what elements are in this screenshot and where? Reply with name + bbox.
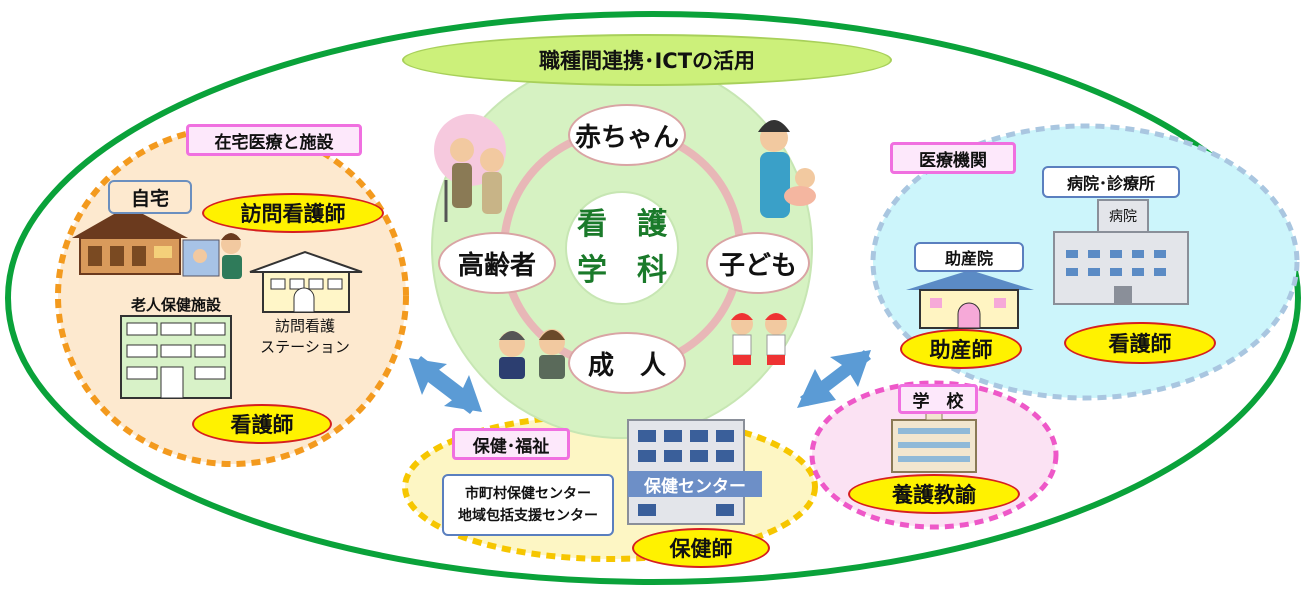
center-core — [565, 191, 679, 305]
hospital-illustration — [1053, 199, 1189, 305]
school-illustration — [891, 407, 977, 473]
hospital-clinic-label: 病院･診療所 — [1042, 166, 1180, 198]
children-illustration — [731, 313, 787, 365]
elderly-facility-label: 老人保健施設 — [130, 295, 221, 314]
header-title: 職種間連携･ICTの活用 — [538, 49, 756, 73]
home-house-illustration — [72, 206, 188, 275]
nursing-department-title: 看 護 学 科 — [566, 196, 678, 300]
mother-baby-illustration — [758, 120, 816, 218]
center-title-line2: 学 科 — [577, 253, 667, 288]
home-label: 自宅 — [108, 180, 192, 214]
hospital-nurse-badge: 看護師 — [1064, 322, 1216, 364]
school-nurse-badge: 養護教諭 — [848, 474, 1020, 514]
hospital-sign: 病院 — [1109, 209, 1137, 225]
adults-illustration — [499, 329, 565, 379]
caregiver-illustration — [182, 233, 242, 279]
maternity-clinic-label: 助産院 — [914, 242, 1024, 272]
life-stage-adult: 成 人 — [568, 332, 686, 394]
header-banner: 職種間連携･ICTの活用 — [402, 34, 892, 86]
health-center-sign: 保健センター — [644, 476, 746, 497]
home-care-tag: 在宅医療と施設 — [186, 124, 362, 156]
arrow-left-head2 — [413, 356, 482, 412]
life-stage-baby: 赤ちゃん — [568, 104, 686, 166]
center-title-line1: 看 護 — [577, 207, 667, 242]
school-tag: 学 校 — [898, 384, 978, 414]
nursing-station-illustration — [249, 250, 363, 313]
life-stage-child: 子ども — [706, 232, 810, 294]
visiting-nurse-badge: 訪問看護師 — [202, 193, 384, 233]
home-nurse-badge: 看護師 — [192, 404, 332, 444]
midwife-badge: 助産師 — [900, 329, 1022, 369]
arrow-right — [797, 350, 871, 408]
life-stage-elderly: 高齢者 — [438, 232, 556, 294]
maternity-clinic-illustration — [906, 270, 1034, 329]
elderly-facility-illustration — [120, 315, 232, 399]
medical-tag: 医療機関 — [890, 142, 1016, 174]
health-center-illustration — [627, 419, 762, 525]
elderly-couple-illustration — [434, 114, 506, 222]
nursing-station-label: 訪問看護 ステーション — [260, 317, 350, 356]
public-health-nurse-badge: 保健師 — [632, 528, 770, 568]
health-welfare-tag: 保健･福祉 — [452, 428, 570, 460]
health-center-names: 市町村保健センター 地域包括支援センター — [442, 474, 614, 536]
